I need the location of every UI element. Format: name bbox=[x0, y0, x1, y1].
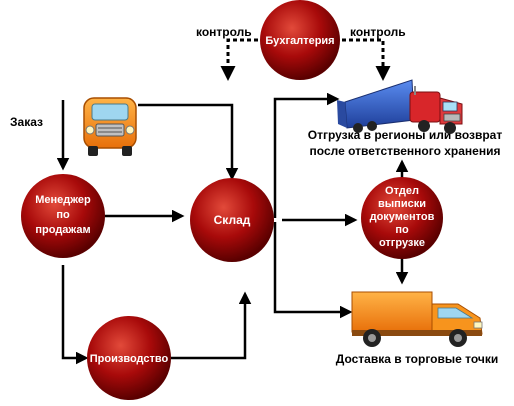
node-accounting: Бухгалтерия bbox=[260, 0, 340, 80]
node-sales-manager: Менеджер по продажам bbox=[21, 174, 105, 258]
node-sales-manager-line-1: Менеджер bbox=[35, 194, 91, 206]
small-truck-icon bbox=[83, 97, 137, 156]
node-warehouse: Склад bbox=[190, 178, 274, 262]
connectors bbox=[56, 92, 409, 365]
node-warehouse-label: Склад bbox=[214, 213, 251, 227]
arrow-intake-to-warehouse bbox=[138, 103, 239, 181]
node-sales-manager-line-3: продажам bbox=[35, 224, 90, 236]
semi-truck-icon bbox=[337, 79, 463, 134]
control-label-left: контроль bbox=[196, 25, 252, 39]
control-connectors bbox=[220, 38, 391, 81]
delivery-truck-icon bbox=[351, 291, 483, 347]
order-label: Заказ bbox=[10, 115, 43, 129]
delivery-label: Доставка в торговые точки bbox=[336, 352, 498, 366]
control-arrow-left bbox=[220, 38, 258, 81]
node-dispatch-docs-line-1: Отдел bbox=[385, 185, 419, 197]
shipment-label-line-2: после ответственного хранения bbox=[310, 144, 501, 158]
node-dispatch-docs-line-5: отгрузке bbox=[379, 237, 425, 249]
node-dispatch-docs-line-4: по bbox=[395, 224, 409, 236]
arrow-production-to-warehouse bbox=[171, 291, 252, 360]
arrow-manager-to-production bbox=[61, 265, 89, 365]
shipment-label-line-1: Отгрузка в регионы или возврат bbox=[308, 128, 503, 142]
control-arrow-right bbox=[342, 38, 391, 81]
node-dispatch-docs-line-2: выписки bbox=[378, 198, 426, 210]
node-production-label: Производство bbox=[90, 353, 169, 365]
arrow-warehouse-to-delivery bbox=[273, 222, 353, 319]
node-production: Производство bbox=[87, 316, 171, 400]
node-accounting-label: Бухгалтерия bbox=[265, 35, 334, 47]
node-dispatch-docs: Отдел выписки документов по отгрузке bbox=[361, 177, 443, 259]
node-dispatch-docs-line-3: документов bbox=[370, 211, 435, 223]
control-label-right: контроль bbox=[350, 25, 406, 39]
arrow-warehouse-to-shipment bbox=[273, 92, 340, 218]
node-sales-manager-line-2: по bbox=[56, 209, 70, 221]
